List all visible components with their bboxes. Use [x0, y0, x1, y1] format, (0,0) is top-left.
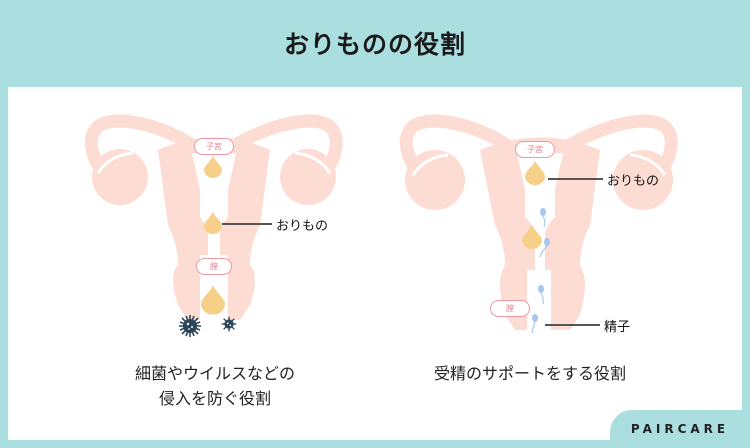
right-uterus-diagram [399, 114, 678, 330]
right-caption: 受精のサポートをする役割 [433, 364, 626, 383]
callout-sperm: 精子 [604, 320, 631, 335]
droplet-icon [204, 156, 222, 178]
bacteria-icon [221, 316, 237, 332]
sperm-icon [538, 285, 544, 305]
bacteria-icon [179, 315, 201, 337]
vagina-label-left: 膣 [196, 258, 232, 275]
content-panel [8, 87, 742, 440]
droplet-icon [204, 212, 222, 234]
droplet-icon [525, 160, 545, 186]
callout-discharge-left: おりもの [276, 219, 329, 234]
sperm-icon [531, 314, 538, 334]
callout-discharge-right: おりもの [607, 174, 660, 189]
left-caption: 細菌やウイルスなどの 侵入を防ぐ役割 [134, 364, 295, 408]
page-title: おりものの役割 [283, 30, 466, 59]
callout-line-discharge-right [548, 178, 603, 180]
sperm-icon [539, 238, 550, 258]
uterus-label-left: 子宮 [194, 138, 234, 155]
droplet-icon [522, 225, 542, 249]
brand-badge: PAIRCARE [610, 410, 750, 448]
callout-line-left [222, 223, 272, 225]
callout-line-sperm [545, 324, 600, 326]
sperm-icon [540, 208, 546, 228]
uterus-label-right: 子宮 [515, 141, 555, 158]
header: おりものの役割 [0, 0, 750, 86]
brand-name: PAIRCARE [630, 422, 730, 436]
droplet-icon [201, 285, 225, 315]
vagina-label-right: 膣 [490, 300, 530, 317]
